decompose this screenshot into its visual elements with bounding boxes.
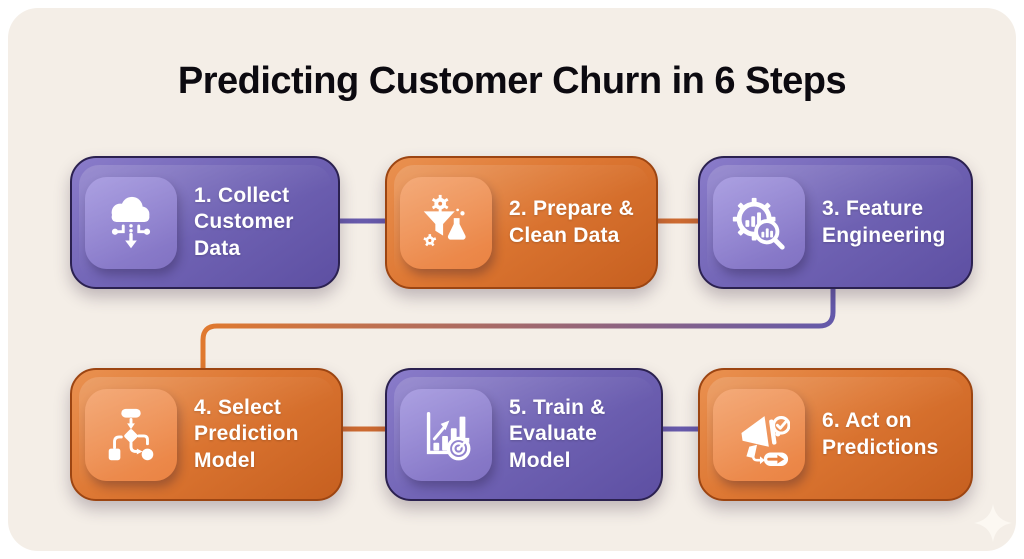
sparkle-icon xyxy=(974,504,1012,542)
step-label: 3. Feature Engineering xyxy=(822,197,946,247)
connector-lines xyxy=(200,218,836,432)
step-card-5: 5. Train & Evaluate Model xyxy=(385,368,663,501)
infographic-background: Predicting Customer Churn in 6 Steps xyxy=(8,8,1016,551)
step-label: 1. Collect Customer Data xyxy=(194,184,294,260)
flowchart-icon xyxy=(85,388,177,481)
step-card-3: 3. Feature Engineering xyxy=(698,156,973,289)
step-label: 5. Train & Evaluate Model xyxy=(509,396,606,472)
cloud-data-download-icon xyxy=(85,176,177,269)
step-card-4: 4. Select Prediction Model xyxy=(70,368,343,501)
funnel-gear-flask-icon xyxy=(400,176,492,269)
page-title: Predicting Customer Churn in 6 Steps xyxy=(177,60,847,102)
gear-magnifier-chart-icon xyxy=(713,176,805,269)
step-card-6: 6. Act on Predictions xyxy=(698,368,973,501)
megaphone-check-icon xyxy=(713,388,805,481)
connector-3-4 xyxy=(200,284,836,372)
step-label: 4. Select Prediction Model xyxy=(194,396,299,472)
step-label: 2. Prepare & Clean Data xyxy=(509,197,634,247)
step-card-1: 1. Collect Customer Data xyxy=(70,156,340,289)
bar-chart-target-icon xyxy=(400,388,492,481)
step-card-2: 2. Prepare & Clean Data xyxy=(385,156,658,289)
step-label: 6. Act on Predictions xyxy=(822,409,939,459)
